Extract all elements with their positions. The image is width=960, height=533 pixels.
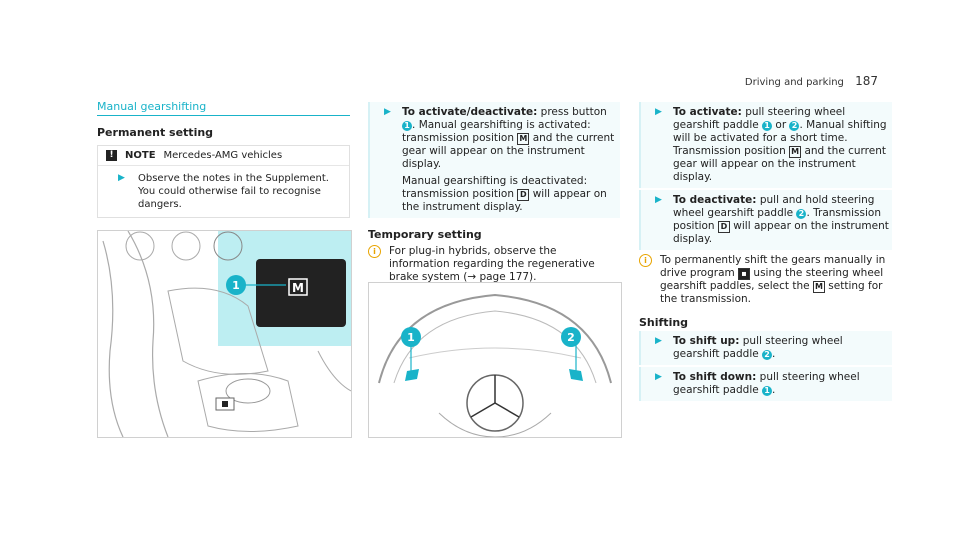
step-deactivate: ▶ To deactivate: pull and hold steering … <box>639 190 892 250</box>
step-text: press button <box>540 106 607 118</box>
note-label: NOTE <box>125 150 156 161</box>
svg-text:1: 1 <box>232 279 240 292</box>
step-keyword: To deactivate: <box>673 194 757 206</box>
column-2: ▶ To activate/deactivate: press button 1… <box>368 100 620 284</box>
svg-text:M: M <box>292 281 304 295</box>
info-text: To permanently shift the gears manually … <box>660 254 886 279</box>
step-arrow-icon: ▶ <box>655 372 662 382</box>
note-body: ▶ Observe the notes in the Supplement. Y… <box>98 166 349 217</box>
step-cont2: will appear on the instrument display. <box>673 220 889 245</box>
svg-text:2: 2 <box>567 331 575 344</box>
step-cont: Manual gearshifting is activated: transm… <box>402 119 591 144</box>
step-arrow-icon: ▶ <box>655 195 662 205</box>
callout-2: 2 <box>762 350 773 360</box>
callout-1: 1 <box>762 386 773 396</box>
warning-icon: ! <box>106 150 117 161</box>
gear-m-symbol: M <box>789 146 802 158</box>
permanent-setting-heading: Permanent setting <box>97 126 214 139</box>
note-text: Observe the notes in the Supplement. You… <box>138 173 329 210</box>
drive-program-icon: ▪ <box>738 268 751 280</box>
step-or: or <box>775 119 787 131</box>
callout-2: 2 <box>789 121 800 131</box>
info-note: i For plug-in hybrids, observe the infor… <box>368 245 620 284</box>
info-text2: using the steering wheel gearshift paddl… <box>660 267 884 292</box>
temporary-setting-heading: Temporary setting <box>368 228 482 241</box>
step-p2a: Manual gearshifting is deactivated: tran… <box>402 175 588 200</box>
info-text3: setting for the transmission. <box>660 280 883 305</box>
step-shift-up: ▶ To shift up: pull steering wheel gears… <box>639 331 892 365</box>
info-icon: i <box>639 254 652 267</box>
step-text: pull steering wheel gearshift paddle <box>673 106 846 131</box>
gear-m-symbol: M <box>812 281 825 293</box>
step-shift-down: ▶ To shift down: pull steering wheel gea… <box>639 367 892 401</box>
step-keyword: To shift down: <box>673 371 757 383</box>
step-activate-deactivate: ▶ To activate/deactivate: press button 1… <box>368 102 620 218</box>
info-icon: i <box>368 245 381 258</box>
step-arrow-icon: ▶ <box>655 336 662 346</box>
step-text: pull steering wheel gearshift paddle <box>673 335 843 360</box>
step-text: pull steering wheel gearshift paddle <box>673 371 860 396</box>
shifting-heading: Shifting <box>639 316 689 329</box>
step-arrow-icon: ▶ <box>118 173 125 183</box>
console-illustration: M 1 <box>97 230 352 438</box>
info-note: i To permanently shift the gears manuall… <box>639 254 892 306</box>
step-cont: Manual shifting will be activated for a … <box>673 119 887 157</box>
note-scope: Mercedes-AMG vehicles <box>163 150 283 161</box>
step-p2b: will appear on the instrument display. <box>402 188 607 213</box>
page-number: 187 <box>855 74 878 88</box>
info-text: For plug-in hybrids, observe the informa… <box>389 245 595 283</box>
gear-m-symbol: M <box>517 133 530 145</box>
svg-text:1: 1 <box>407 331 415 344</box>
callout-2: 2 <box>796 209 807 219</box>
step-text: pull and hold steering wheel gearshift p… <box>673 194 875 219</box>
step-cont2: and the current gear will appear on the … <box>673 145 886 183</box>
step-activate: ▶ To activate: pull steering wheel gears… <box>639 102 892 188</box>
page-header: Driving and parking 187 <box>745 75 878 89</box>
callout-1: 1 <box>762 121 773 131</box>
step-keyword: To shift up: <box>673 335 740 347</box>
step-cont: Transmission position <box>673 207 881 232</box>
step-keyword: To activate: <box>673 106 742 118</box>
column-1: Manual gearshifting Permanent setting ! … <box>97 100 350 218</box>
step-arrow-icon: ▶ <box>384 107 391 117</box>
gear-d-symbol: D <box>517 189 530 201</box>
step-cont2: and the current gear will appear on the … <box>402 132 615 170</box>
step-arrow-icon: ▶ <box>655 107 662 117</box>
section-title: Manual gearshifting <box>97 100 350 116</box>
section-name: Driving and parking <box>744 77 844 88</box>
note-box: ! NOTE Mercedes-AMG vehicles ▶ Observe t… <box>97 145 350 218</box>
note-header: ! NOTE Mercedes-AMG vehicles <box>98 146 349 166</box>
step-keyword: To activate/deactivate: <box>402 106 538 118</box>
steering-wheel-illustration: 1 2 <box>368 282 622 438</box>
callout-1: 1 <box>402 121 412 131</box>
column-3: ▶ To activate: pull steering wheel gears… <box>639 100 892 401</box>
gear-d-symbol: D <box>717 221 730 233</box>
